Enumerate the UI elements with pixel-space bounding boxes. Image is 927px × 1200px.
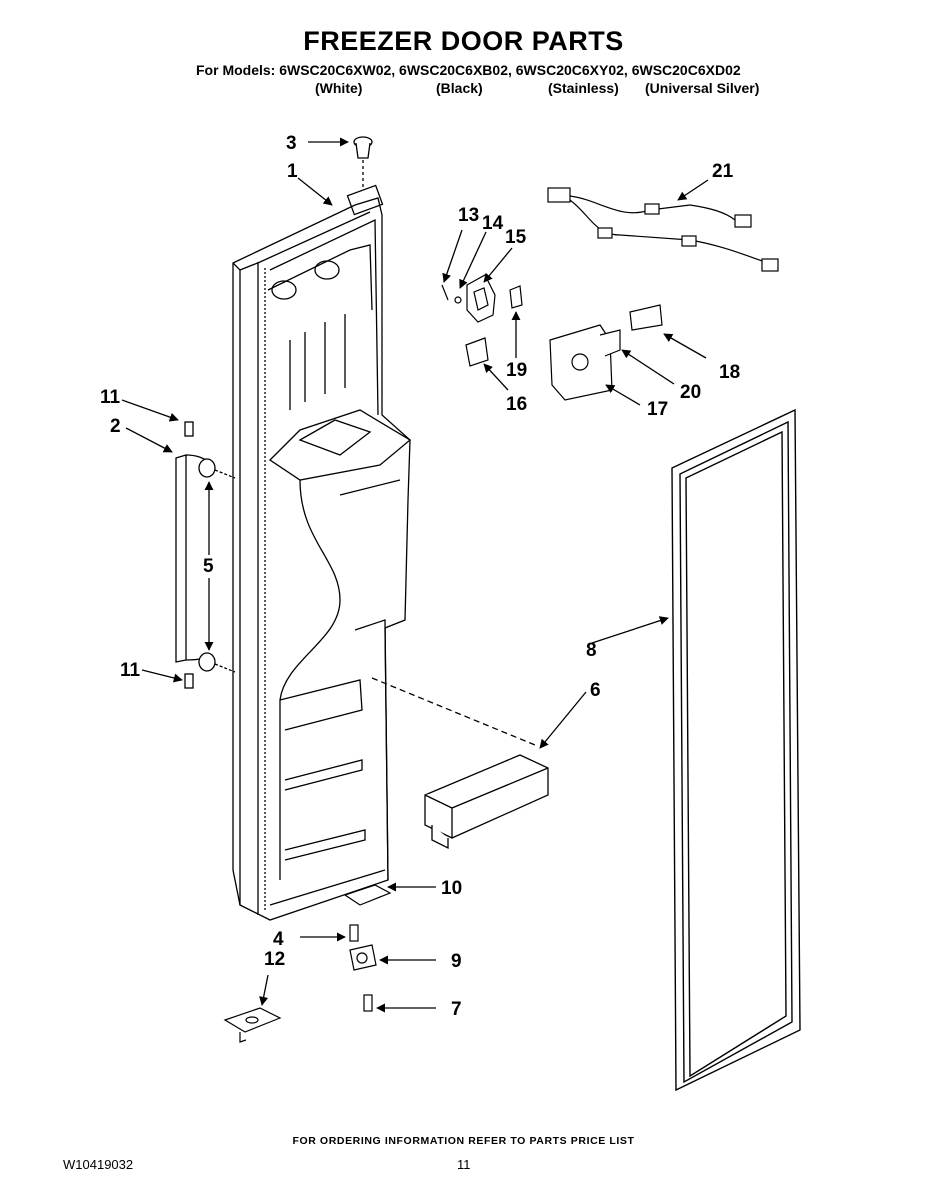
handle-drawing xyxy=(175,421,236,689)
ordering-information-note: FOR ORDERING INFORMATION REFER TO PARTS … xyxy=(292,1135,635,1147)
part-label-6: 6 xyxy=(590,680,601,701)
part-label-18: 18 xyxy=(719,362,740,383)
part-label-1: 1 xyxy=(287,161,298,182)
dispenser-electronics-drawing xyxy=(441,274,663,401)
part-label-21: 21 xyxy=(712,161,734,182)
part-label-5: 5 xyxy=(203,556,214,577)
part-label-16: 16 xyxy=(506,394,527,415)
part-label-3: 3 xyxy=(286,133,297,154)
part-label-13: 13 xyxy=(458,205,479,226)
part-label-11-top: 11 xyxy=(100,387,121,408)
page-title: FREEZER DOOR PARTS xyxy=(303,26,624,56)
color-stainless: (Stainless) xyxy=(548,80,619,96)
door-gasket-drawing xyxy=(671,408,801,1092)
part-label-20: 20 xyxy=(680,382,701,403)
part-label-9: 9 xyxy=(451,951,462,972)
screw-drawing xyxy=(353,136,373,188)
part-label-11-bottom: 11 xyxy=(120,660,141,681)
leader-arrows xyxy=(121,137,709,1013)
part-label-4: 4 xyxy=(273,929,284,950)
part-label-10: 10 xyxy=(441,878,462,899)
part-number-labels: 3 1 11 2 5 11 8 6 10 4 12 9 7 21 13 14 1… xyxy=(100,133,740,1020)
part-label-7: 7 xyxy=(451,999,462,1020)
part-label-8: 8 xyxy=(586,640,597,661)
door-bin-drawing xyxy=(371,677,549,850)
part-label-12: 12 xyxy=(264,949,285,970)
freezer-door-drawing xyxy=(232,184,412,921)
part-label-17: 17 xyxy=(647,399,668,420)
wire-harness-drawing xyxy=(547,187,779,272)
page-number: 11 xyxy=(457,1157,471,1172)
part-label-2: 2 xyxy=(110,416,121,437)
color-black: (Black) xyxy=(436,80,483,96)
document-number: W10419032 xyxy=(63,1157,134,1172)
models-line: For Models: 6WSC20C6XW02, 6WSC20C6XB02, … xyxy=(196,62,741,78)
color-white: (White) xyxy=(315,80,363,96)
part-label-19: 19 xyxy=(506,360,527,381)
color-universal-silver: (Universal Silver) xyxy=(645,80,760,96)
part-label-15: 15 xyxy=(505,227,527,248)
part-label-14: 14 xyxy=(482,213,504,234)
hinge-parts-drawing xyxy=(223,884,392,1043)
